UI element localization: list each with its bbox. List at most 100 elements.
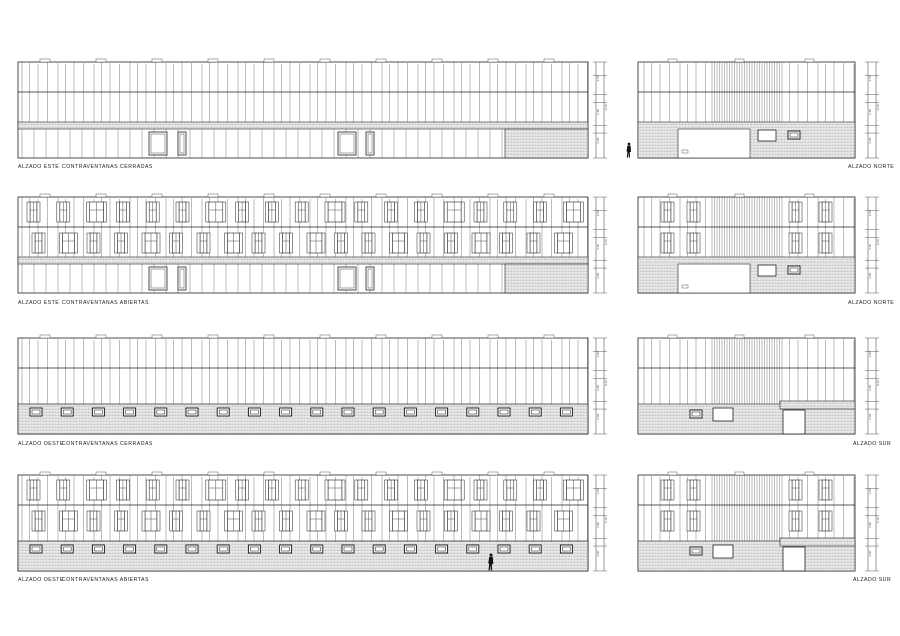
window <box>185 544 199 554</box>
shutter <box>660 510 665 532</box>
shutter <box>116 479 120 501</box>
window <box>528 407 542 417</box>
shutter <box>206 232 211 254</box>
shutter <box>26 201 31 223</box>
dimension-label: 2.80 <box>596 137 600 143</box>
dimension-label: 2.80 <box>868 210 872 216</box>
shutter <box>818 510 823 532</box>
dimension-label: 8.40 <box>876 517 880 523</box>
dimension-label: 2.80 <box>596 109 600 115</box>
shutter <box>279 232 283 254</box>
shutter <box>126 479 130 501</box>
shutter <box>543 479 547 501</box>
shutter <box>222 479 227 501</box>
window <box>559 407 573 417</box>
shutter <box>245 201 249 223</box>
shutter <box>261 510 266 532</box>
shutter <box>414 201 418 223</box>
shutter <box>483 201 488 223</box>
shutter <box>686 201 691 223</box>
shutter <box>304 201 309 223</box>
window <box>310 544 324 554</box>
door <box>148 266 168 291</box>
shutter <box>31 510 36 532</box>
shutter <box>503 479 508 501</box>
shutter <box>686 510 691 532</box>
brick-base <box>17 403 589 435</box>
window <box>497 407 511 417</box>
shutter <box>56 201 61 223</box>
door <box>365 131 375 156</box>
shutter <box>454 510 458 532</box>
shutter <box>384 201 388 223</box>
shutter <box>235 201 239 223</box>
shutter <box>486 510 491 532</box>
window <box>757 264 777 277</box>
shutter <box>404 232 408 254</box>
shutter <box>155 201 160 223</box>
window <box>341 544 355 554</box>
shutter <box>443 201 448 223</box>
side-elevation-3: 2.802.802.808.40 <box>637 334 880 435</box>
shutter <box>265 201 269 223</box>
shutter <box>239 510 243 532</box>
window <box>435 544 449 554</box>
window <box>247 407 261 417</box>
shutter <box>235 479 239 501</box>
shutter <box>324 479 329 501</box>
shutter <box>670 479 675 501</box>
shutter <box>361 510 366 532</box>
shutter <box>569 510 573 532</box>
window <box>712 407 734 422</box>
window <box>154 407 168 417</box>
shutter <box>444 510 448 532</box>
shutter <box>96 510 101 532</box>
shutter <box>86 479 90 501</box>
dimension-label: 2.80 <box>868 109 872 115</box>
brick-base <box>17 540 589 572</box>
main-elevation-1: 2.802.802.808.40 <box>17 58 608 159</box>
shutter <box>185 479 190 501</box>
shutter <box>145 201 150 223</box>
shutter <box>660 201 665 223</box>
shutter <box>86 510 91 532</box>
shutter <box>344 510 348 532</box>
shutter <box>404 510 408 532</box>
shutter <box>513 201 518 223</box>
shutter <box>289 232 293 254</box>
shutter <box>306 232 311 254</box>
shutter <box>275 479 279 501</box>
row2-main-subtitle: CONTRAVENTANAS ABIERTAS <box>62 300 149 306</box>
shutter <box>788 232 793 254</box>
window <box>91 407 105 417</box>
shutter <box>473 479 478 501</box>
main-elevation-2: 2.802.802.808.40 <box>17 193 608 294</box>
shutter <box>509 232 513 254</box>
shutter <box>196 510 201 532</box>
canopy <box>779 400 856 410</box>
door-opening <box>677 128 751 159</box>
shutter <box>169 232 173 254</box>
window <box>91 544 105 554</box>
shutter <box>554 232 558 254</box>
window <box>559 544 573 554</box>
shutter <box>265 479 269 501</box>
row1-main-title: ALZADO ESTE <box>18 164 60 170</box>
shutter <box>124 510 128 532</box>
shutter <box>205 479 210 501</box>
shutter <box>66 479 71 501</box>
shutter <box>798 232 803 254</box>
window <box>123 544 137 554</box>
row3-main-title: ALZADO OESTE <box>18 441 64 447</box>
shutter <box>389 232 393 254</box>
shutter <box>444 232 448 254</box>
dimension-label: 8.40 <box>876 380 880 386</box>
window <box>216 407 230 417</box>
shutter <box>141 232 146 254</box>
door <box>782 546 806 572</box>
shutter <box>414 479 418 501</box>
side-elevation-2: 2.802.802.808.40 <box>637 193 880 294</box>
shutter <box>354 201 359 223</box>
shutter <box>660 232 665 254</box>
